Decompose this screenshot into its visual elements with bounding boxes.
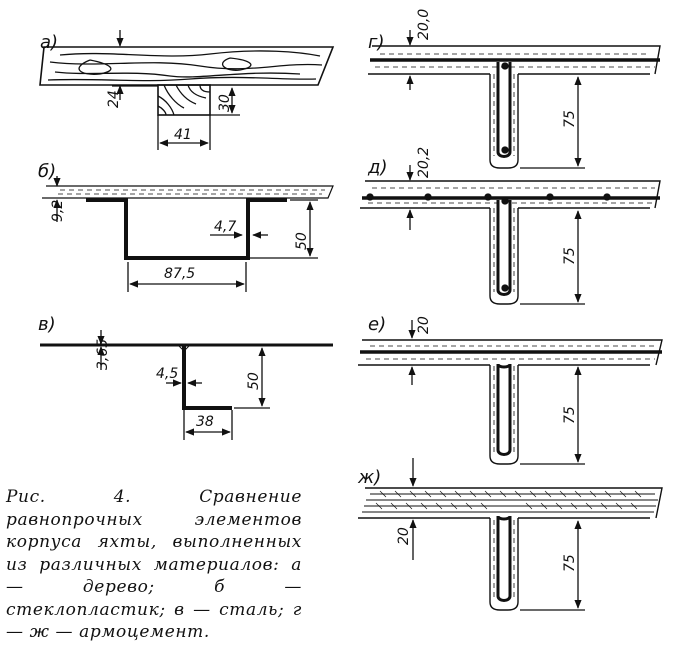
panel-v-label: в) xyxy=(38,314,56,335)
dim-e-deck: 20 xyxy=(416,316,432,334)
panel-b-grp: б) 9,2 4,7 50 87,5 xyxy=(38,161,334,292)
dim-b-width: 87,5 xyxy=(164,266,195,282)
dim-d-deck: 20,2 xyxy=(416,147,432,178)
dim-b-thick: 4,7 xyxy=(214,219,236,235)
panel-e-ferrocement: е) 20 75 xyxy=(358,314,663,465)
panel-e-label: е) xyxy=(368,314,386,335)
panel-b-label: б) xyxy=(38,161,56,182)
panel-a-label: а) xyxy=(40,32,58,53)
dim-a-beam-h: 30 xyxy=(217,94,233,112)
dim-zh-deck: 20 xyxy=(396,527,412,545)
dim-a-beam-w: 41 xyxy=(174,127,192,143)
dim-v-deck: 3,65 xyxy=(95,339,111,370)
dim-v-flange: 38 xyxy=(196,414,214,430)
dim-zh-height: 75 xyxy=(562,554,578,572)
dim-e-height: 75 xyxy=(562,406,578,424)
dim-b-deck: 9,2 xyxy=(50,200,66,222)
dim-v-thick: 4,5 xyxy=(156,366,178,382)
dim-b-height: 50 xyxy=(294,232,310,250)
panel-g-label: г) xyxy=(368,32,384,53)
dim-g-deck: 20,0 xyxy=(416,9,432,40)
figure-caption: Рис. 4. Сравнение равнопрочных элементов… xyxy=(6,487,302,642)
panel-d-label: д) xyxy=(367,157,387,178)
panel-d-ferrocement: д) 20,2 75 xyxy=(360,147,661,305)
dim-d-height: 75 xyxy=(562,247,578,265)
dim-g-height: 75 xyxy=(562,110,578,128)
panel-zh-ferrocement: ж) 20 75 xyxy=(357,458,663,611)
panel-v-steel: в) 3,65 4,5 50 38 xyxy=(38,314,333,440)
dim-a-deck: 24 xyxy=(106,90,122,108)
dim-v-height: 50 xyxy=(246,372,262,390)
panel-zh-label: ж) xyxy=(357,467,381,488)
panel-g-ferrocement: г) 20,0 75 xyxy=(368,9,661,169)
panel-a-wood: а) 24 30 41 xyxy=(39,30,335,150)
